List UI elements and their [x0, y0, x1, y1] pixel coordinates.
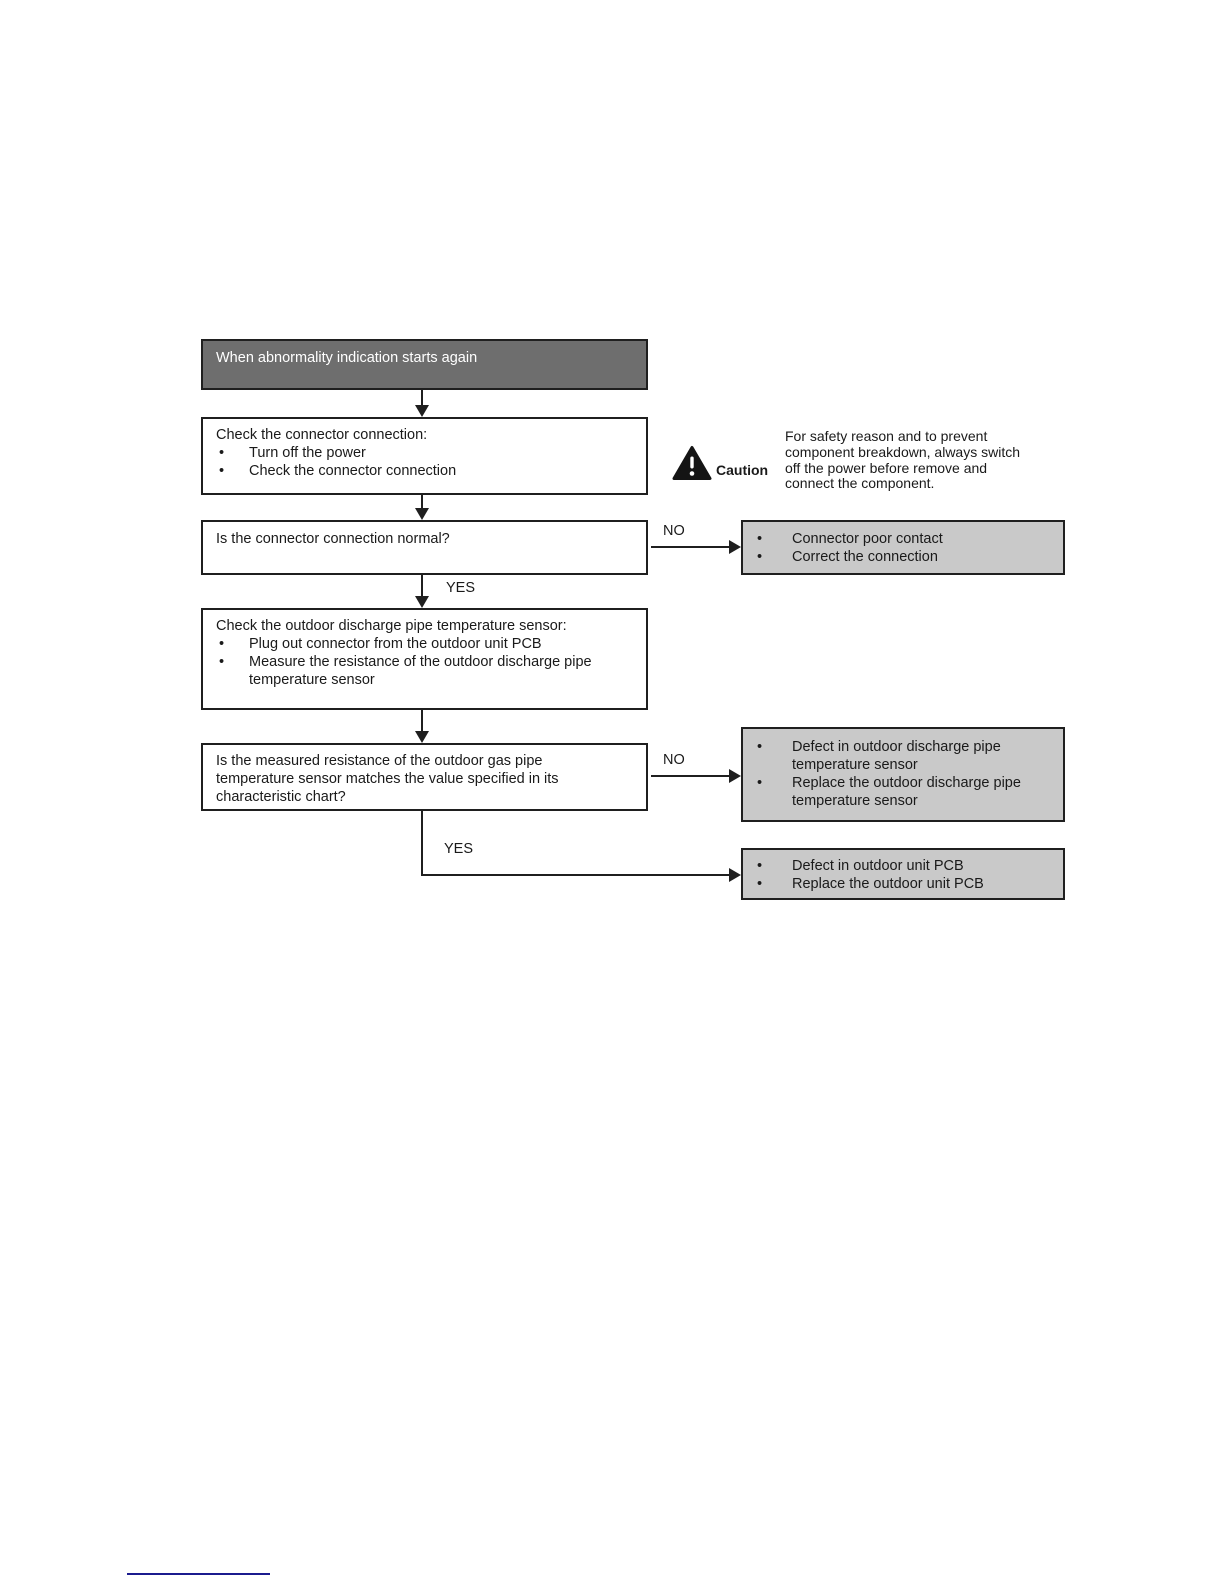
arrow-down-3-head	[415, 596, 429, 608]
no-arrow-1-line	[651, 546, 731, 548]
bullet-item: Connector poor contact	[755, 530, 1055, 548]
bullet-item: Measure the resistance of the outdoor di…	[216, 653, 636, 689]
check-connector-box: Check the connector connection: Turn off…	[201, 417, 648, 495]
result-connector-bullets: Connector poor contact Correct the conne…	[755, 530, 1055, 566]
yes-label-1: YES	[446, 580, 476, 596]
decision-connector-question: Is the connector connection normal?	[216, 531, 450, 547]
no-label-2: NO	[663, 752, 685, 768]
bullet-item: Defect in outdoor discharge pipe tempera…	[755, 738, 1055, 774]
arrow-down-2-head	[415, 508, 429, 520]
bullet-item: Turn off the power	[216, 444, 636, 462]
check-connector-heading: Check the connector connection:	[216, 427, 428, 443]
bullet-item: Correct the connection	[755, 548, 1055, 566]
start-box: When abnormality indication starts again	[201, 339, 648, 390]
arrow-down-4-head	[415, 731, 429, 743]
bullet-item: Replace the outdoor unit PCB	[755, 875, 1055, 893]
caution-text: For safety reason and to prevent compone…	[785, 428, 1055, 492]
footer-rule	[127, 1573, 270, 1575]
caution-text-line: off the power before remove and	[785, 459, 988, 476]
arrow-down-2-line	[421, 495, 423, 509]
no-arrow-2-head	[729, 769, 741, 783]
yes-label-2: YES	[444, 841, 474, 857]
yes-arrow-head	[729, 868, 741, 882]
yes-elbow-vertical-line	[421, 811, 423, 876]
caution-text-line: component breakdown, always switch	[785, 443, 1021, 460]
decision-resistance-box: Is the measured resistance of the outdoo…	[201, 743, 648, 811]
caution-label: Caution	[716, 462, 769, 478]
no-label-1: NO	[663, 523, 685, 539]
arrow-down-3-line	[421, 575, 423, 597]
bullet-item: Replace the outdoor discharge pipe tempe…	[755, 774, 1055, 810]
arrow-down-4-line	[421, 710, 423, 732]
result-connector-box: Connector poor contact Correct the conne…	[741, 520, 1065, 575]
bullet-item: Check the connector connection	[216, 462, 636, 480]
warning-triangle-icon	[672, 445, 712, 487]
arrow-down-1-head	[415, 405, 429, 417]
result-sensor-box: Defect in outdoor discharge pipe tempera…	[741, 727, 1065, 822]
caution-text-line: connect the component.	[785, 475, 935, 492]
caution-text-line: For safety reason and to prevent	[785, 428, 988, 444]
start-box-label: When abnormality indication starts again	[216, 350, 478, 366]
bullet-item: Plug out connector from the outdoor unit…	[216, 635, 636, 653]
result-pcb-bullets: Defect in outdoor unit PCB Replace the o…	[755, 857, 1055, 893]
check-connector-bullets: Turn off the power Check the connector c…	[216, 444, 636, 480]
no-arrow-2-line	[651, 775, 731, 777]
decision-connector-box: Is the connector connection normal?	[201, 520, 648, 575]
arrow-down-1-line	[421, 390, 423, 406]
result-sensor-bullets: Defect in outdoor discharge pipe tempera…	[755, 738, 1055, 810]
decision-resistance-question: Is the measured resistance of the outdoo…	[216, 753, 559, 805]
check-sensor-heading: Check the outdoor discharge pipe tempera…	[216, 618, 567, 634]
check-sensor-box: Check the outdoor discharge pipe tempera…	[201, 608, 648, 710]
result-pcb-box: Defect in outdoor unit PCB Replace the o…	[741, 848, 1065, 900]
yes-elbow-horizontal-line	[421, 874, 729, 876]
bullet-item: Defect in outdoor unit PCB	[755, 857, 1055, 875]
check-sensor-bullets: Plug out connector from the outdoor unit…	[216, 635, 636, 689]
no-arrow-1-head	[729, 540, 741, 554]
